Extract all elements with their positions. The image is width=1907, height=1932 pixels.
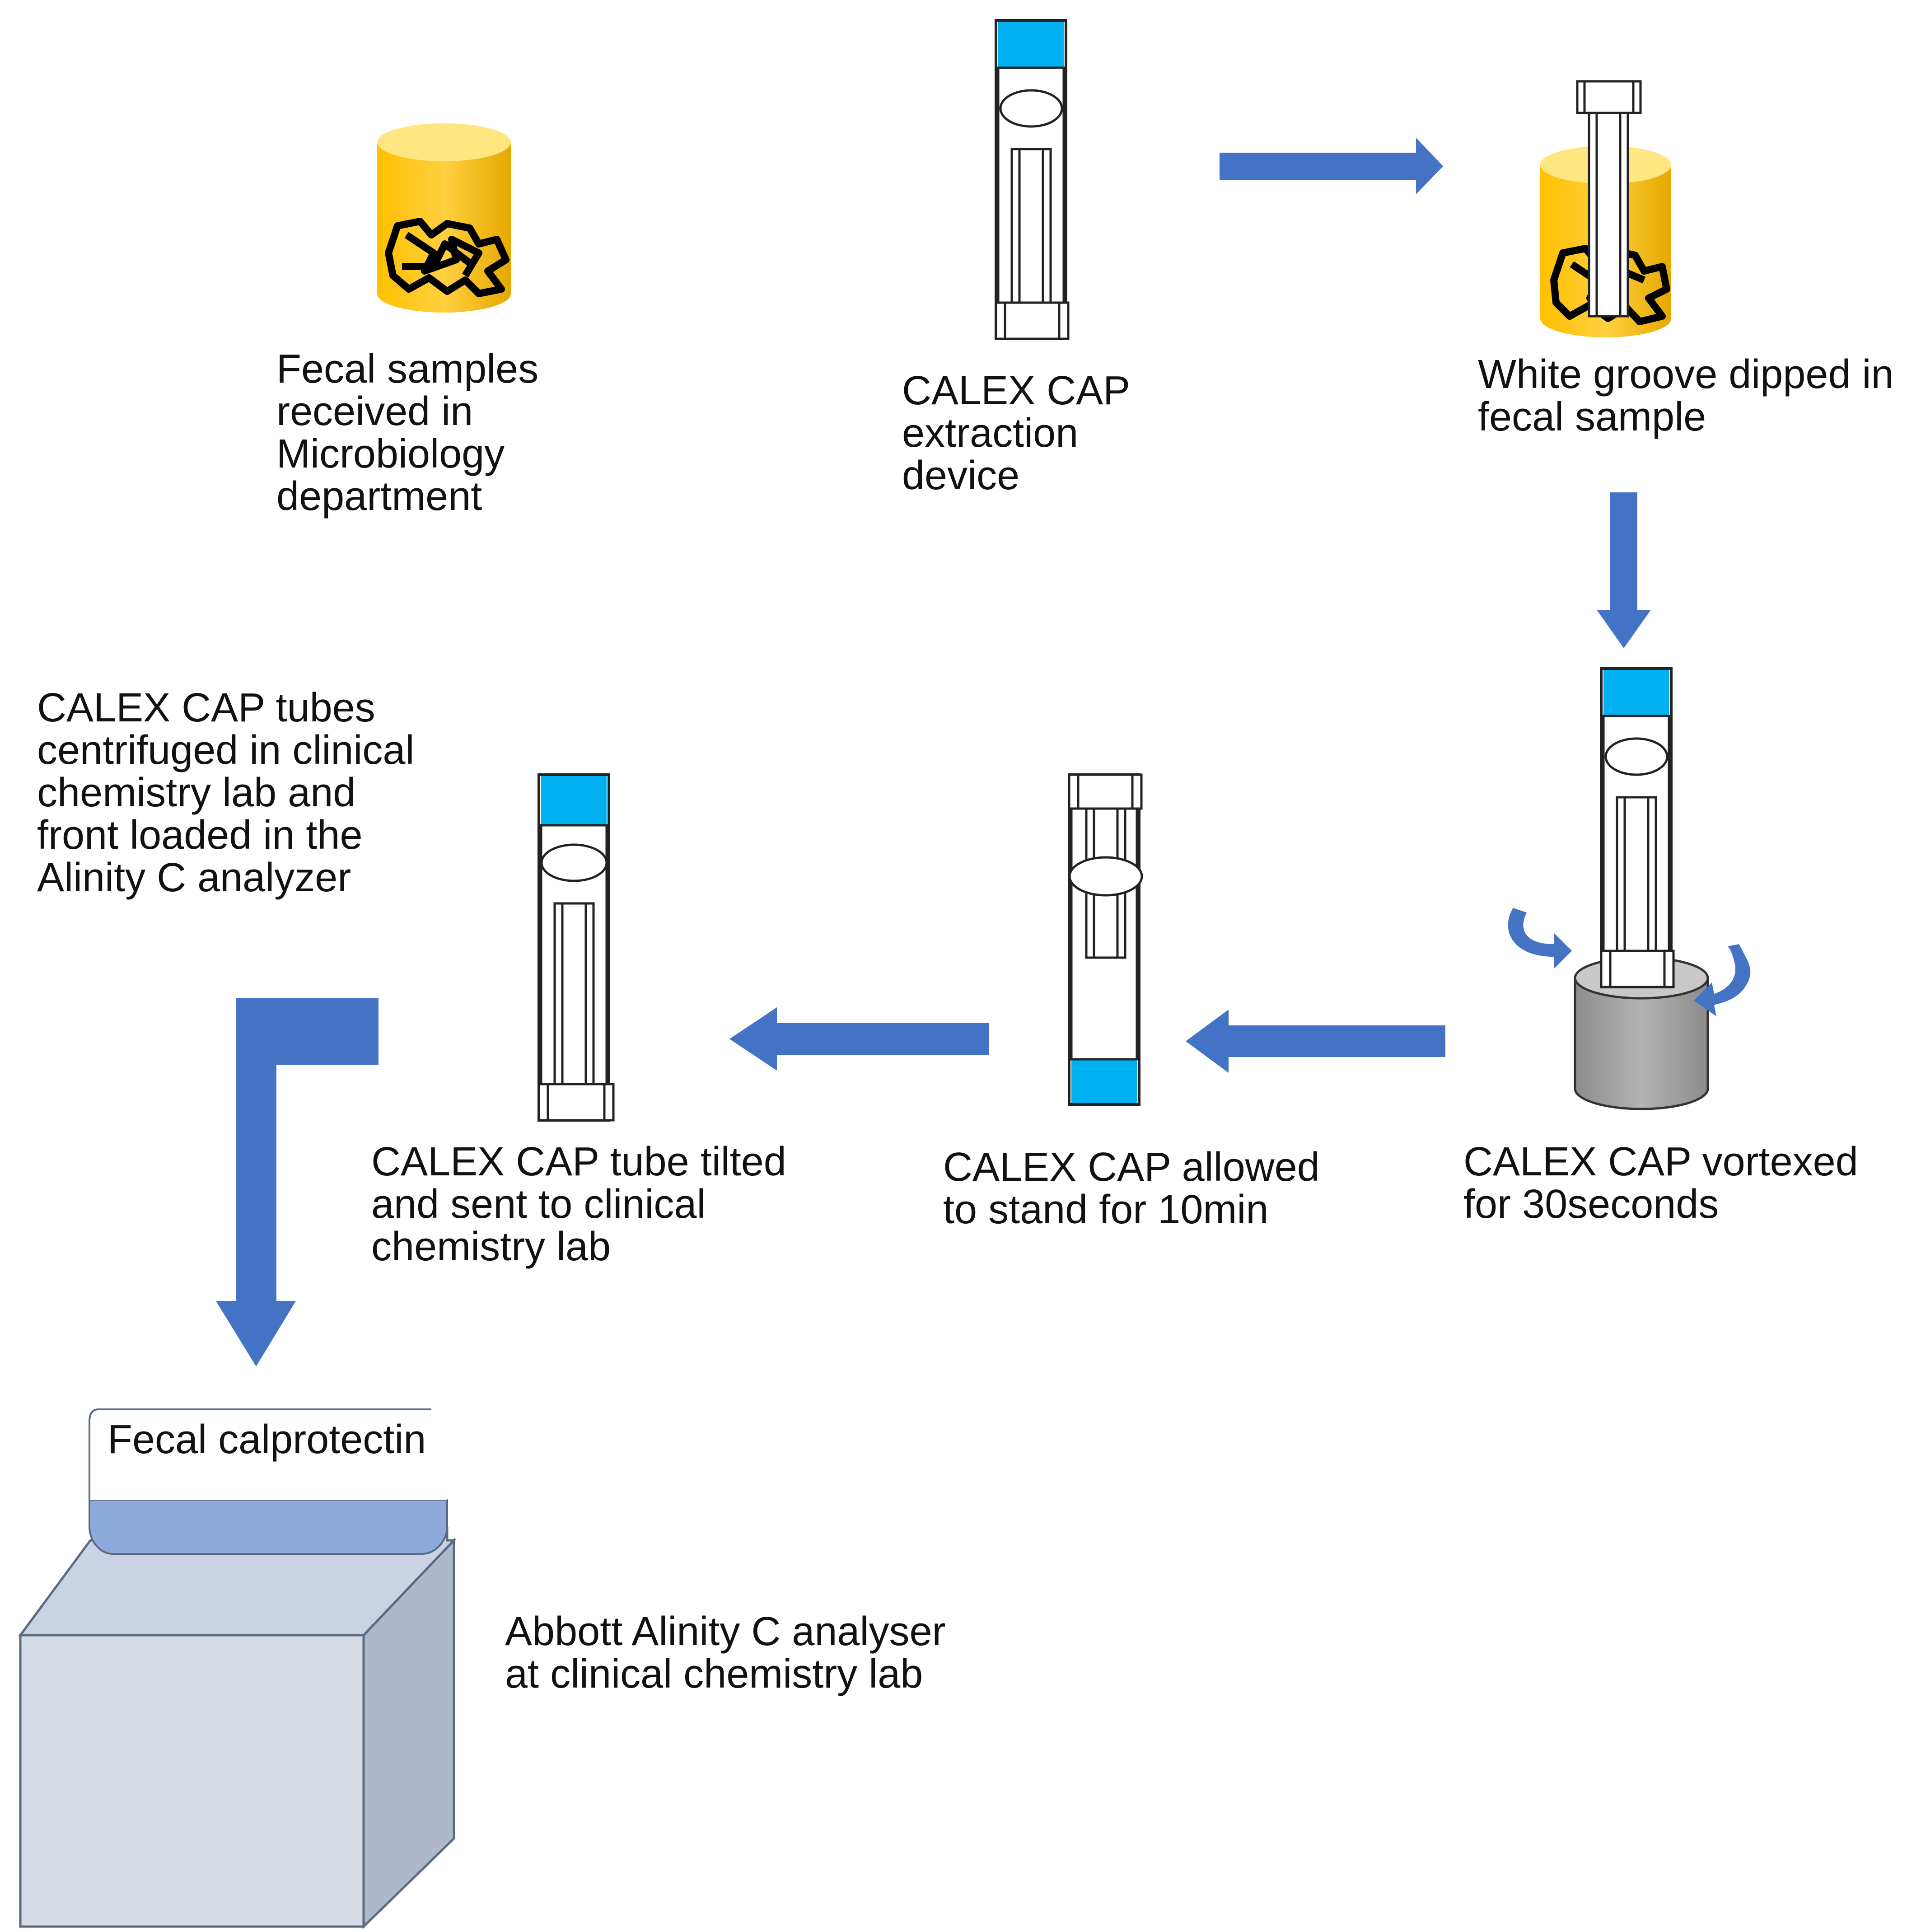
fecal-sample-container bbox=[377, 123, 511, 313]
extraction-device-tube bbox=[995, 19, 1070, 340]
analyser-screen-label: Fecal calprotectin bbox=[108, 1417, 426, 1462]
label-fecal-samples: Fecal samples received in Microbiology d… bbox=[276, 346, 539, 519]
stool-sample-icon bbox=[385, 218, 509, 297]
vortexed-tube bbox=[1508, 667, 1751, 1110]
analyser-machine bbox=[18, 1407, 457, 1929]
label-stand: CALEX CAP allowed to stand for 10min bbox=[943, 1145, 1320, 1232]
rotation-arrow-icon bbox=[1508, 908, 1751, 1016]
standing-tube bbox=[1068, 773, 1143, 1106]
arrow-right bbox=[1220, 138, 1443, 194]
label-vortexed: CALEX CAP vortexed for 30seconds bbox=[1463, 1139, 1858, 1227]
label-groove-dipped: White groove dipped in fecal sample bbox=[1478, 352, 1894, 440]
label-analyser: Abbott Alinity C analyser at clinical ch… bbox=[505, 1609, 946, 1697]
label-centrifuged: CALEX CAP tubes centrifuged in clinical … bbox=[37, 685, 415, 900]
arrow-left-middle bbox=[729, 1007, 989, 1071]
groove-dipped-container bbox=[1540, 80, 1671, 337]
label-extraction-device: CALEX CAP extraction device bbox=[902, 368, 1131, 498]
label-tilted: CALEX CAP tube tilted and sent to clinic… bbox=[371, 1139, 786, 1269]
arrow-bent-down bbox=[216, 998, 379, 1366]
arrow-down bbox=[1597, 492, 1651, 648]
tilted-tube bbox=[538, 773, 615, 1122]
arrow-left-lower bbox=[1186, 1010, 1445, 1073]
